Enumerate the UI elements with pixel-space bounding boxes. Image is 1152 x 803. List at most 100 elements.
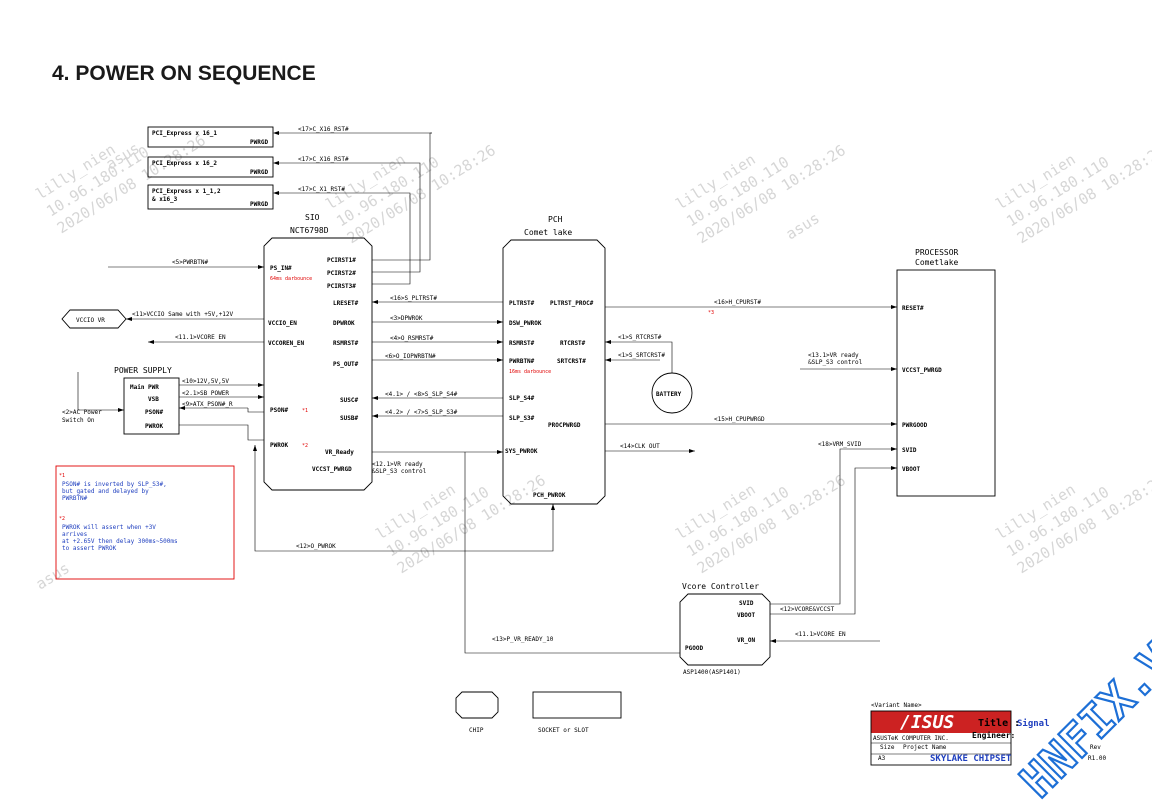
signal-vccst: <13.1>VR ready xyxy=(808,352,859,359)
pch-slp-s3: SLP_S3# xyxy=(509,415,535,422)
pcie-slot-name-2: & x16_3 xyxy=(152,196,178,203)
power-supply-block: POWER SUPPLY Main PWR VSB PSON# PWROK <2… xyxy=(62,366,180,435)
pch-rsmrst: RSMRST# xyxy=(509,340,535,347)
pch-sys-pwrok: SYS_PWROK xyxy=(505,448,538,455)
processor-vccst-pwrgd: VCCST_PWRGD xyxy=(902,367,942,374)
processor-svid: SVID xyxy=(902,447,917,454)
signal-vr-ready-10: <13>P_VR_READY_10 xyxy=(492,636,554,643)
sio-vccio-en: VCCIO_EN xyxy=(268,320,297,327)
pch-pch-pwrok: PCH_PWROK xyxy=(533,492,566,499)
signal-slp-s3: <4.2> / <7>S_SLP_S3# xyxy=(385,409,458,416)
pch-srtcrst: SRTCRST# xyxy=(557,358,586,365)
processor-block: PROCESSOR Cometlake RESET# VCCST_PWRGD P… xyxy=(896,248,996,497)
pcie2-reset-label: <17>C_X16_RST# xyxy=(298,156,349,163)
note-1-line-2: but gated and delayed by xyxy=(62,488,149,495)
signal-dpwrok: <3>DPWROK xyxy=(390,315,423,322)
signal-iopwrbtn: <6>O_IOPWRBTN# xyxy=(385,353,436,360)
title-engineer: Engineer: xyxy=(972,730,1015,740)
title-block: <Variant Name> /ISUS Title : Signal ASUS… xyxy=(870,702,1106,766)
sio-susb: SUSB# xyxy=(340,415,358,422)
pch-title: PCH xyxy=(548,215,563,224)
psu-vsb: VSB xyxy=(148,396,159,403)
pcie-slot-1: PCI_Express x 16_1 PWRGD xyxy=(147,126,274,148)
pch-subtitle: Comet lake xyxy=(524,228,572,237)
pcie1-reset-label: <17>C_X16_RST# xyxy=(298,126,349,133)
sio-title: SIO xyxy=(305,213,320,222)
note-2-line-2: arrives xyxy=(62,531,88,538)
sio-dpwrok: DPWROK xyxy=(333,320,355,327)
note-2-line-3: at +2.65V then delay 300ms~500ms xyxy=(62,538,178,545)
note-2-mark: *2 xyxy=(59,516,65,522)
legend-socket: SOCKET or SLOT xyxy=(538,727,589,734)
sio-pcirst3: PCIRST3# xyxy=(327,283,356,290)
signal-12v: <10>12V,5V,5V xyxy=(182,378,229,385)
note-1-line-1: PSON# is inverted by SLP_S3#, xyxy=(62,481,167,488)
note-1-mark: *1 xyxy=(59,473,65,479)
pch-debounce: 16ms darbounce xyxy=(509,369,551,375)
power-supply-title: POWER SUPPLY xyxy=(114,366,172,375)
signal-pwrbtn-in: <5>PWRBTN# xyxy=(172,259,209,266)
signal-vccio: <11>VCCIO Same with +5V,+12V xyxy=(132,311,234,318)
vcore-part: ASP1400(ASP1401) xyxy=(683,669,741,676)
pcie-slot-pin: PWRGD xyxy=(250,169,268,176)
sio-vccst-pwrgd: VCCST_PWRGD xyxy=(312,466,352,473)
pcie-slot-name: PCI_Express x 16_1 xyxy=(152,130,217,137)
battery-label: BATTERY xyxy=(656,391,682,398)
vcore-pgood: PGOOD xyxy=(685,645,703,652)
vcore-vboot: VBOOT xyxy=(737,612,755,619)
sio-vccore-en: VCCOREN_EN xyxy=(268,340,305,347)
signal-o-pwrok: <12>O_PWROK xyxy=(296,543,336,550)
sio-part: NCT6798D xyxy=(290,226,329,235)
pcie-slot-name: PCI_Express x 16_2 xyxy=(152,160,217,167)
pcie-slot-pin: PWRGD xyxy=(250,201,268,208)
watermark-brand: asus xyxy=(33,559,73,593)
psu-main: Main PWR xyxy=(130,384,159,391)
sio-pson-mark: *1 xyxy=(302,408,308,414)
vccio-vr-label: VCCIO VR xyxy=(76,317,105,324)
watermark-date: 2020/06/08 10:28:26 xyxy=(1014,471,1152,577)
note-2-line-1: PWROK will assert when +3V xyxy=(62,524,156,531)
signal-vrm-svid: <18>VRM_SVID xyxy=(818,441,862,448)
note-2-line-4: to assert PWROK xyxy=(62,545,117,552)
sio-ps-out: PS_OUT# xyxy=(333,361,359,368)
battery-block: BATTERY xyxy=(651,372,693,414)
legend: CHIP SOCKET or SLOT xyxy=(455,691,622,734)
ac-power-label-2: Switch On xyxy=(62,417,95,424)
signal-rtc2: <1>S_SRTCRST# xyxy=(618,352,665,359)
title-brand-logo: /ISUS xyxy=(900,712,954,733)
sio-pcirst1: PCIRST1# xyxy=(327,257,356,264)
pch-procpwrgd: PROCPWRGD xyxy=(548,422,581,429)
title-variant: <Variant Name> xyxy=(871,702,922,709)
title-project: SKYLAKE CHIPSET xyxy=(930,754,1012,764)
sio-pcirst2: PCIRST2# xyxy=(327,270,356,277)
signal-h-cpupwrgd: <15>H_CPUPWRGD xyxy=(714,416,765,423)
title-size-label: Size xyxy=(880,744,895,751)
signal-slp-s4: <4.1> / <8>S_SLP_S4# xyxy=(385,391,458,398)
sio-lreset: LRESET# xyxy=(333,300,359,307)
sio-vr-ready: VR_Ready xyxy=(325,449,354,456)
signal-vccst-2: &SLP_S3 control xyxy=(808,359,863,366)
sio-rsmrst: RSMRST# xyxy=(333,340,359,347)
pcie3-reset-label: <17>C_X1_RST# xyxy=(298,186,345,193)
pch-slp-s4: SLP_S4# xyxy=(509,395,535,402)
title-rev-label: Rev xyxy=(1090,744,1101,751)
page-heading: 4. POWER ON SEQUENCE xyxy=(52,62,316,85)
psu-pson: PSON# xyxy=(145,409,163,416)
title-company: ASUSTeK COMPUTER INC. xyxy=(873,735,949,742)
pch-pltrst: PLTRST# xyxy=(509,300,535,307)
pch-rtcrst: RTCRST# xyxy=(560,340,586,347)
vcore-title: Vcore Controller xyxy=(682,582,759,591)
watermark-brand: asus xyxy=(783,209,823,243)
pch-chip: PCH Comet lake PLTRST# PLTRST_PROC# DSW_… xyxy=(502,215,606,505)
watermark-date: 2020/06/08 10:28:26 xyxy=(1014,141,1152,247)
title-rev: R1.00 xyxy=(1088,755,1106,762)
legend-chip: CHIP xyxy=(469,727,484,734)
vcore-svid: SVID xyxy=(739,600,754,607)
signal-vr-ready: <12.1>VR ready xyxy=(372,461,423,468)
sio-chip: SIO NCT6798D PS_IN# 64ms darbounce PCIRS… xyxy=(263,213,373,491)
signal-h-cpurst-mark: *3 xyxy=(708,310,714,316)
signal-lines: <5>PWRBTN# <11>VCCIO Same with +5V,+12V … xyxy=(77,259,897,654)
signal-vccore-en: <11.1>VCORE EN xyxy=(175,334,226,341)
signal-rsmrst: <4>O_RSMRST# xyxy=(390,335,434,342)
